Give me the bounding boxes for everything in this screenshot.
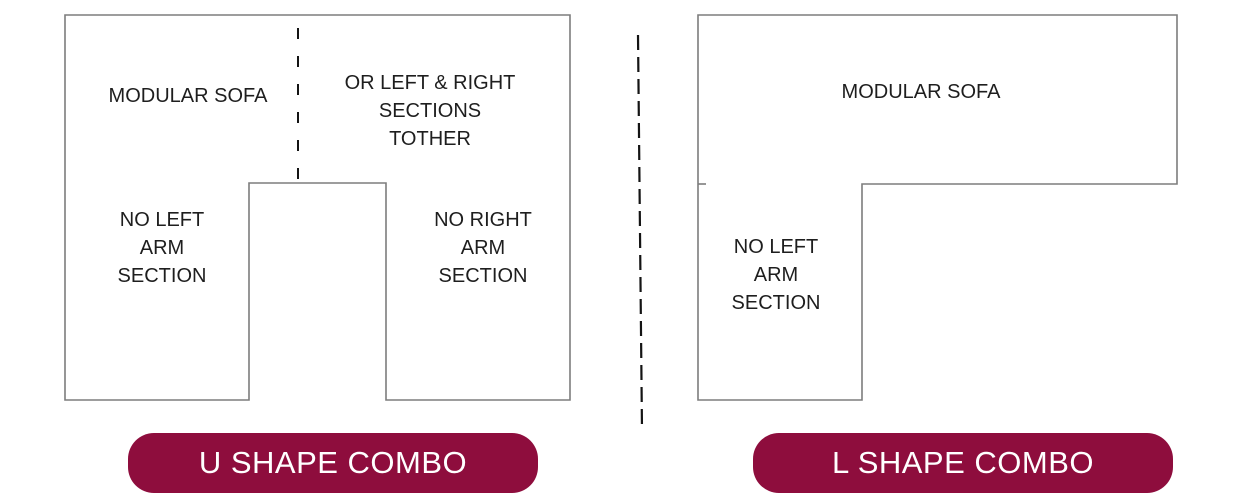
u-shape-outline [64, 14, 571, 401]
u-or-sections-line2: SECTIONS [378, 100, 482, 122]
l-modular-sofa-label: MODULAR SOFA [841, 81, 1001, 103]
u-or-sections-line3: TOTHER [389, 128, 471, 150]
u-no-left-line2: ARM [139, 237, 185, 259]
l-no-left-arm-label: NO LEFT ARM SECTION [732, 233, 821, 317]
u-or-sections-line1: OR LEFT & RIGHT [344, 72, 516, 94]
u-no-left-line3: SECTION [117, 265, 207, 287]
u-no-right-line2: ARM [460, 237, 506, 259]
u-or-sections-label: OR LEFT & RIGHT SECTIONS TOTHER [345, 69, 516, 153]
u-no-right-arm-label: NO RIGHT ARM SECTION [434, 206, 532, 290]
u-no-left-arm-label: NO LEFT ARM SECTION [118, 206, 207, 290]
u-modular-sofa-label: MODULAR SOFA [108, 85, 268, 107]
l-no-left-line1: NO LEFT [733, 236, 819, 258]
u-no-left-line1: NO LEFT [119, 209, 205, 231]
panel-divider-dashed-line [636, 34, 644, 431]
u-no-right-line1: NO RIGHT [434, 209, 532, 231]
l-no-left-line2: ARM [753, 264, 799, 286]
l-shape-combo-button[interactable]: L SHAPE COMBO [753, 433, 1173, 493]
l-no-left-line3: SECTION [731, 292, 821, 314]
u-no-right-line3: SECTION [438, 265, 528, 287]
u-shape-combo-button[interactable]: U SHAPE COMBO [128, 433, 538, 493]
l-shape-outline [697, 14, 1178, 401]
